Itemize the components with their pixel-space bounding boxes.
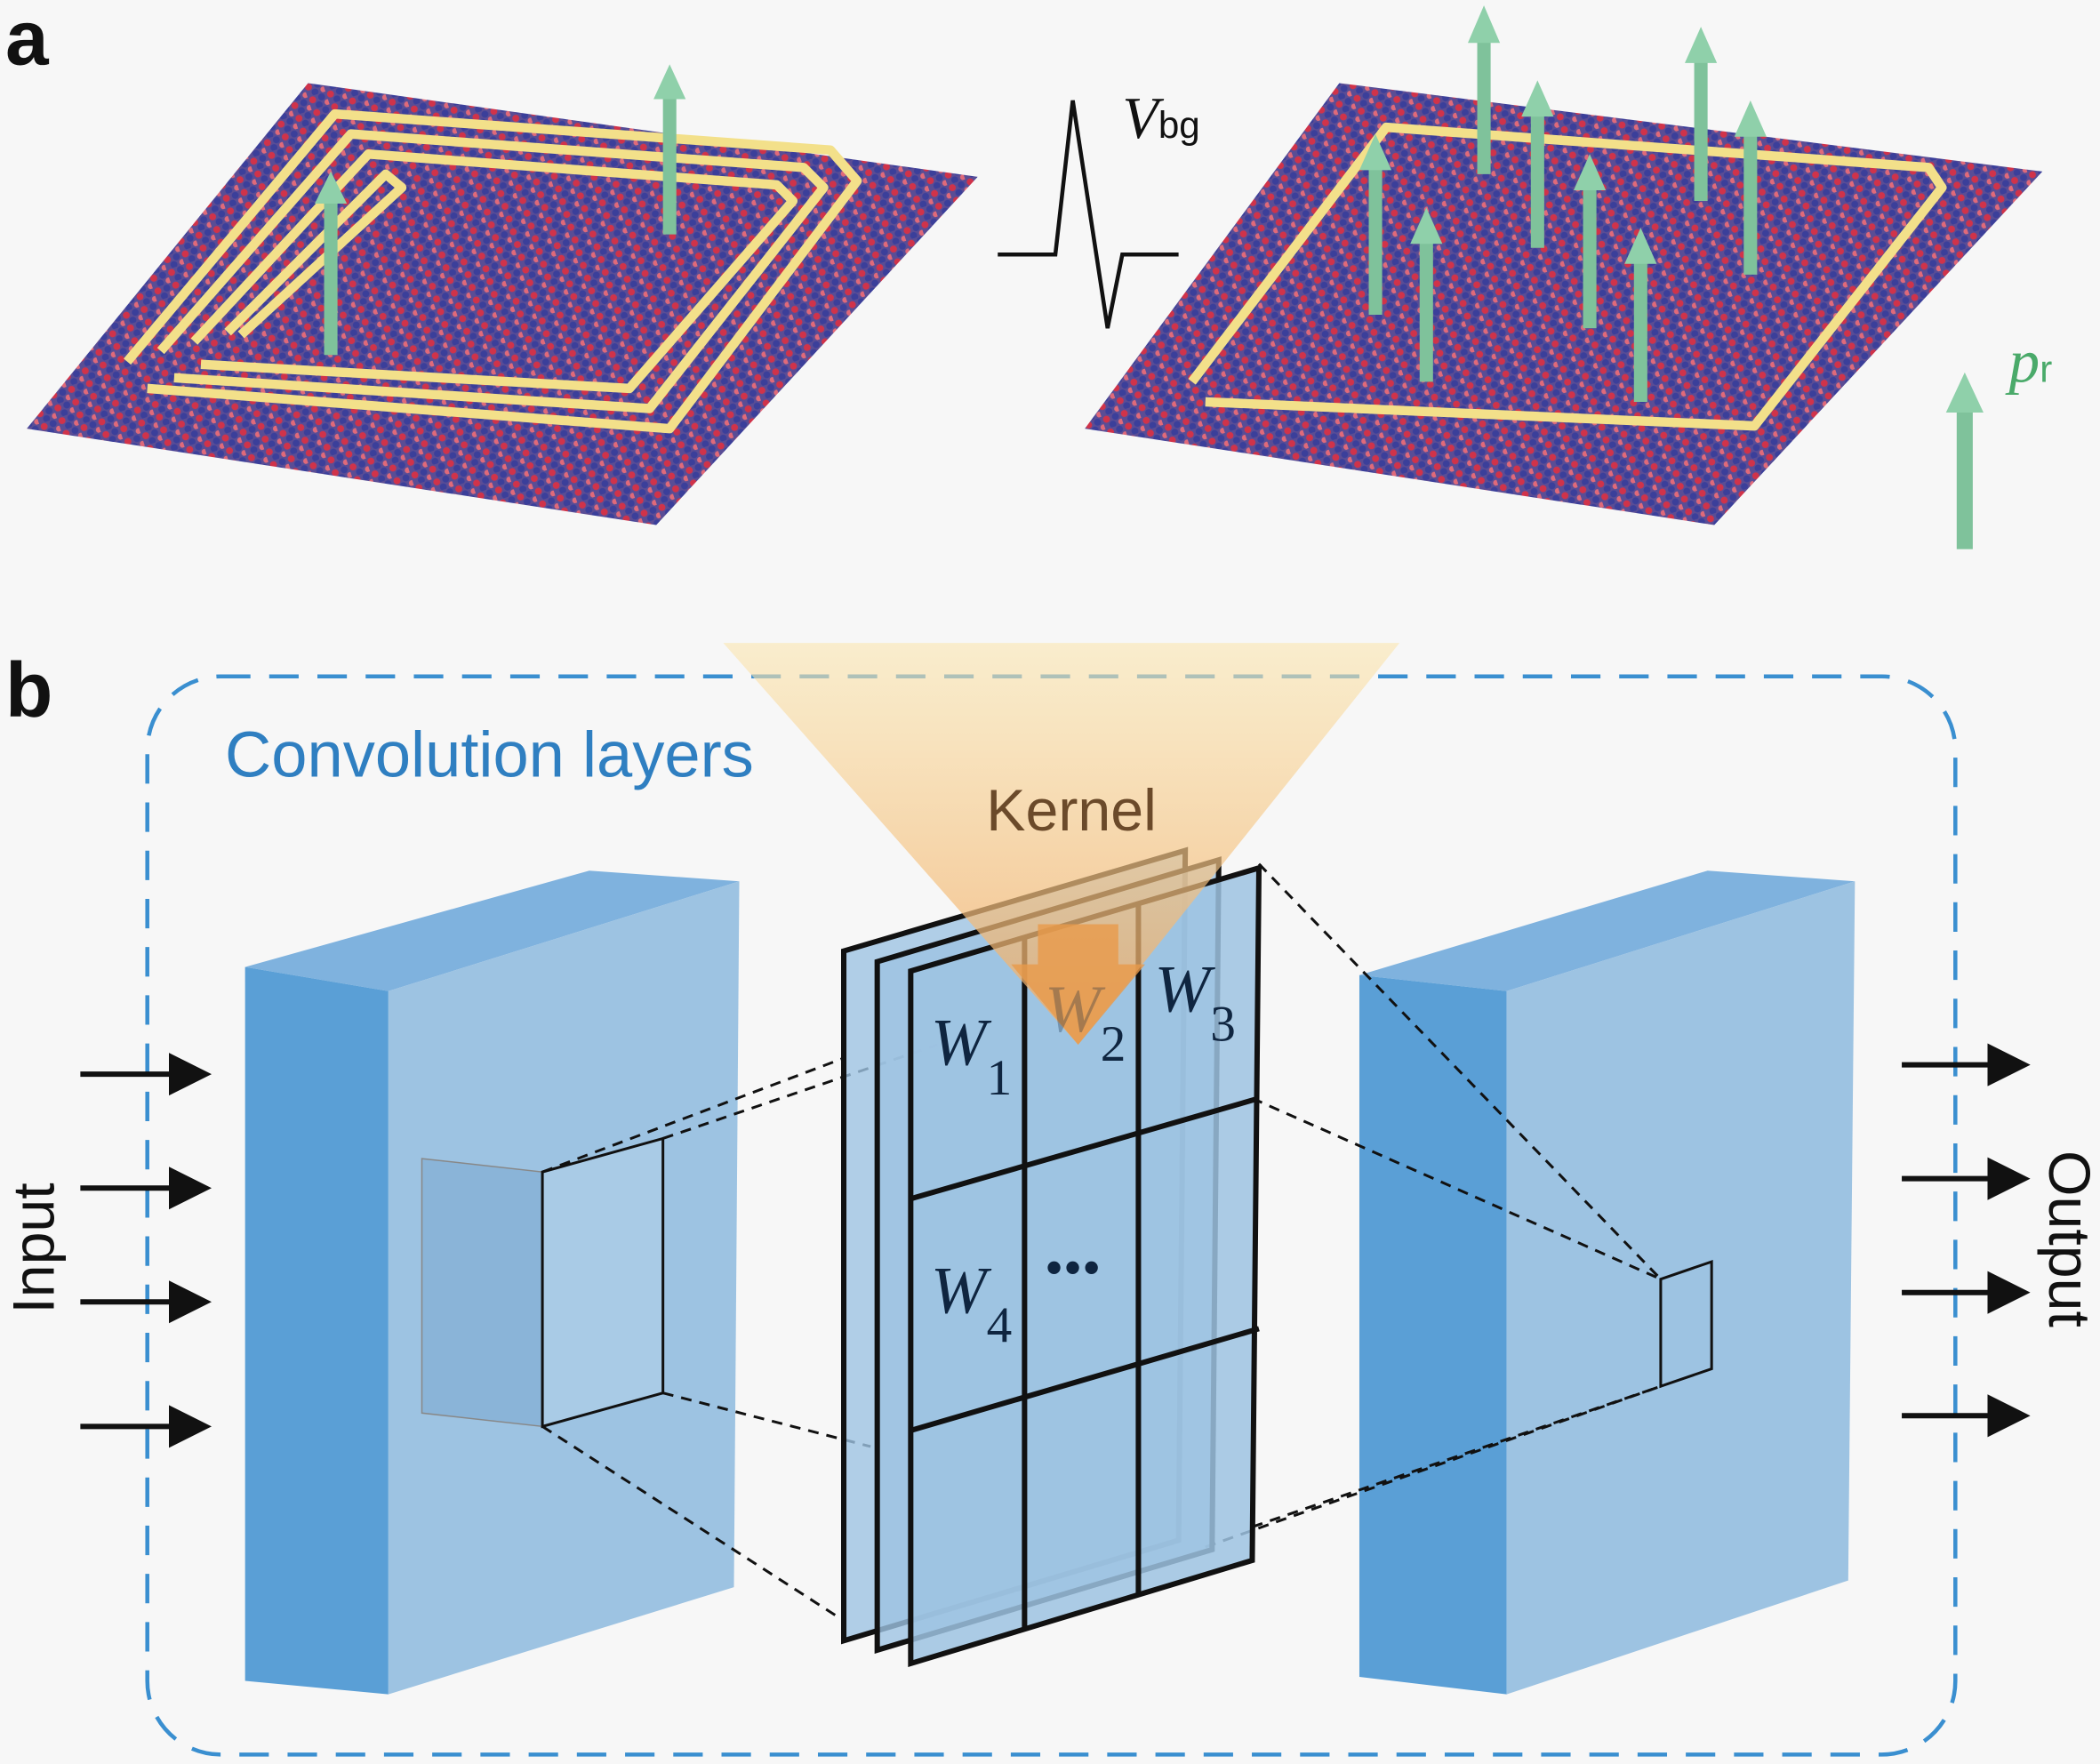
svg-text:W3: W3 <box>1154 952 1235 1052</box>
panel-a-label: a <box>5 0 50 81</box>
projection-lines <box>541 862 1662 1623</box>
kernel-planes <box>841 846 1262 1668</box>
output-feature-block <box>1359 870 1856 1695</box>
weight-w4: W <box>931 1254 992 1327</box>
convolution-layers-title: Convolution layers <box>225 720 754 791</box>
output-arrows <box>1902 1043 2031 1438</box>
output-cell <box>1659 1259 1713 1389</box>
vbg-subscript: bg <box>1158 104 1200 146</box>
output-label: Output <box>2036 1151 2100 1327</box>
panel-b-label: b <box>5 646 52 734</box>
receptive-field <box>541 1136 665 1429</box>
input-feature-block <box>244 870 740 1695</box>
weight-ellipsis: ••• <box>1045 1239 1101 1298</box>
pr-label: p <box>2005 326 2040 395</box>
right-lattice <box>1085 5 2043 525</box>
backgate-voltage-pulse: Vbg <box>998 86 1200 329</box>
svg-text:Vbg: Vbg <box>1122 86 1199 151</box>
polarization-arrows <box>314 64 686 356</box>
edge-state-loop <box>1188 122 1947 431</box>
weight-w3: W <box>1154 952 1215 1026</box>
input-arrows <box>80 1053 212 1448</box>
kernel-arrow <box>1011 924 1145 1046</box>
svg-text:W2: W2 <box>1045 973 1126 1072</box>
svg-text:W4: W4 <box>931 1254 1012 1353</box>
edge-state-loops <box>124 108 862 434</box>
weight-w2: W <box>1045 973 1106 1046</box>
left-lattice <box>27 64 978 525</box>
svg-text:W1: W1 <box>931 1006 1012 1106</box>
weight-w1: W <box>931 1006 992 1080</box>
kernel-cone <box>723 643 1400 1046</box>
vbg-label: V <box>1122 86 1164 151</box>
polarization-arrows <box>1359 5 1767 402</box>
input-label: Input <box>1 1183 67 1313</box>
polarization-legend: pr <box>1945 326 2053 549</box>
svg-text:pr: pr <box>2005 326 2053 395</box>
kernel-label: Kernel <box>986 778 1157 844</box>
pr-subscript: r <box>2040 348 2052 389</box>
